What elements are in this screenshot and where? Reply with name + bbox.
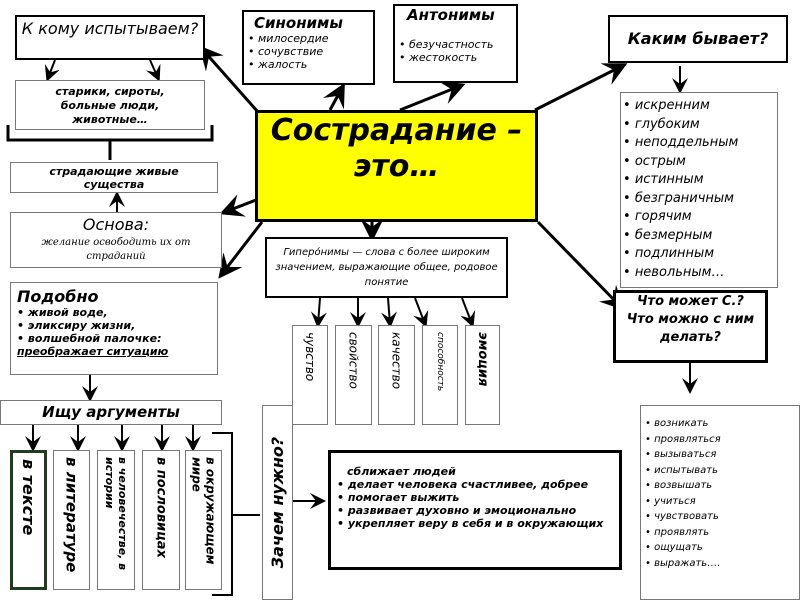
basis-title: Основа: — [82, 215, 150, 234]
hypernym-column: свойство — [335, 325, 372, 425]
synonym-item: сочувствие — [248, 45, 369, 58]
action-item: испытывать — [645, 463, 795, 479]
action-item: возвышать — [645, 478, 795, 494]
central-title: Сострадание – это… — [270, 113, 523, 184]
living-beings-text: страдающие живые существа — [49, 165, 179, 191]
action-item: возникать — [645, 416, 795, 432]
kind-item: безмерным — [623, 227, 775, 246]
arguments-box: Ищу аргументы — [0, 400, 222, 425]
whom-list: старики, сироты, больные люди, животные… — [55, 85, 165, 126]
like-underline: преображает ситуацию — [17, 345, 169, 358]
why-reasons-box: сближает людей делает человека счастливе… — [328, 450, 622, 570]
kind-item: искренним — [623, 97, 775, 116]
synonyms-title: Синонимы — [254, 14, 343, 32]
synonym-item: жалость — [248, 58, 369, 71]
kind-item: неподдельным — [623, 134, 775, 153]
actions-box: Что может С.? Что можно с ним делать? — [613, 290, 768, 363]
argument-column: в человечестве, в истории — [97, 450, 135, 590]
argument-label: в литературе — [62, 457, 81, 573]
whom-list-box: старики, сироты, больные люди, животные… — [15, 80, 205, 130]
hypernym-column: чувство — [292, 325, 328, 425]
hypernym-label: способность — [435, 332, 445, 392]
hypernym-column: способность — [422, 325, 458, 425]
action-item: вызываться — [645, 447, 795, 463]
why-item: делает человека счастливее, добрее — [337, 478, 613, 491]
arguments-title: Ищу аргументы — [42, 403, 180, 421]
action-item: проявлять — [645, 525, 795, 541]
hypernym-column: эмоция — [465, 325, 500, 425]
why-item: развивает духовно и эмоционально — [337, 504, 613, 517]
synonym-item: милосердие — [248, 32, 369, 45]
like-item: волшебной палочке: — [17, 332, 211, 345]
argument-label: в пословицах — [153, 457, 169, 558]
like-title: Подобно — [17, 287, 99, 306]
antonym-item: безучастность — [399, 38, 512, 51]
hypernyms-text: Гиперо́нимы — слова с более широким знач… — [275, 247, 498, 288]
hypernyms-box: Гиперо́нимы — слова с более широким знач… — [265, 237, 508, 298]
kind-item: подлинным — [623, 245, 775, 264]
like-item: эликсиру жизни, — [17, 319, 211, 332]
living-beings-box: страдающие живые существа — [10, 162, 218, 193]
action-item: учиться — [645, 494, 795, 510]
argument-column: в пословицах — [142, 450, 180, 590]
kinds-box: Каким бывает? — [608, 15, 788, 63]
kind-item: невольным… — [623, 264, 775, 283]
kind-item: глубоким — [623, 116, 775, 135]
actions-title: Что может С.? Что можно с ним делать? — [626, 294, 755, 345]
actions-list-box: возникатьпроявлятьсявызыватьсяиспытывать… — [640, 405, 800, 600]
why-lead: сближает людей — [347, 465, 456, 478]
antonyms-title: Антонимы — [407, 6, 495, 24]
argument-label: в человечестве, в истории — [103, 457, 129, 571]
argument-label: в тексте — [19, 459, 38, 536]
central-concept: Сострадание – это… — [255, 110, 538, 222]
argument-label: в окружающем мире — [189, 457, 218, 565]
hypernym-label: эмоция — [475, 332, 490, 387]
hypernym-label: качество — [389, 332, 404, 390]
why-item: помогает выжить — [337, 491, 613, 504]
basis-box: Основа: желание освободить их от страдан… — [10, 212, 222, 268]
hypernym-label: свойство — [346, 332, 361, 389]
argument-column: в тексте — [10, 450, 47, 590]
why-item: укрепляет веру в себя и в окружающих — [337, 517, 613, 530]
basis-text: желание освободить их от страданий — [41, 237, 191, 262]
argument-column: в окружающем мире — [185, 450, 222, 590]
action-item: выражать…. — [645, 556, 795, 572]
whom-title: К кому испытываем? — [21, 19, 199, 38]
antonym-item: жестокость — [399, 51, 512, 64]
hypernym-column: качество — [378, 325, 415, 425]
why-box: Зачем нужно? — [262, 405, 293, 600]
argument-column: в литературе — [53, 450, 90, 590]
antonyms-box: Антонимы безучастностьжестокость — [393, 4, 518, 83]
kind-item: горячим — [623, 208, 775, 227]
kind-item: острым — [623, 153, 775, 172]
action-item: чувствовать — [645, 509, 795, 525]
hypernym-label: чувство — [303, 332, 317, 382]
kinds-title: Каким бывает? — [627, 29, 769, 48]
like-box: Подобно живой воде,эликсиру жизни,волшеб… — [10, 282, 218, 375]
why-title: Зачем нужно? — [268, 436, 288, 569]
action-item: проявляться — [645, 432, 795, 448]
kind-item: безграничным — [623, 190, 775, 209]
like-item: живой воде, — [17, 306, 211, 319]
whom-box: К кому испытываем? — [15, 15, 205, 60]
action-item: ощущать — [645, 540, 795, 556]
kinds-list-box: искреннимглубокимнеподдельнымострымистин… — [620, 92, 778, 288]
kind-item: истинным — [623, 171, 775, 190]
synonyms-box: Синонимы милосердиесочувствиежалость — [242, 10, 375, 85]
